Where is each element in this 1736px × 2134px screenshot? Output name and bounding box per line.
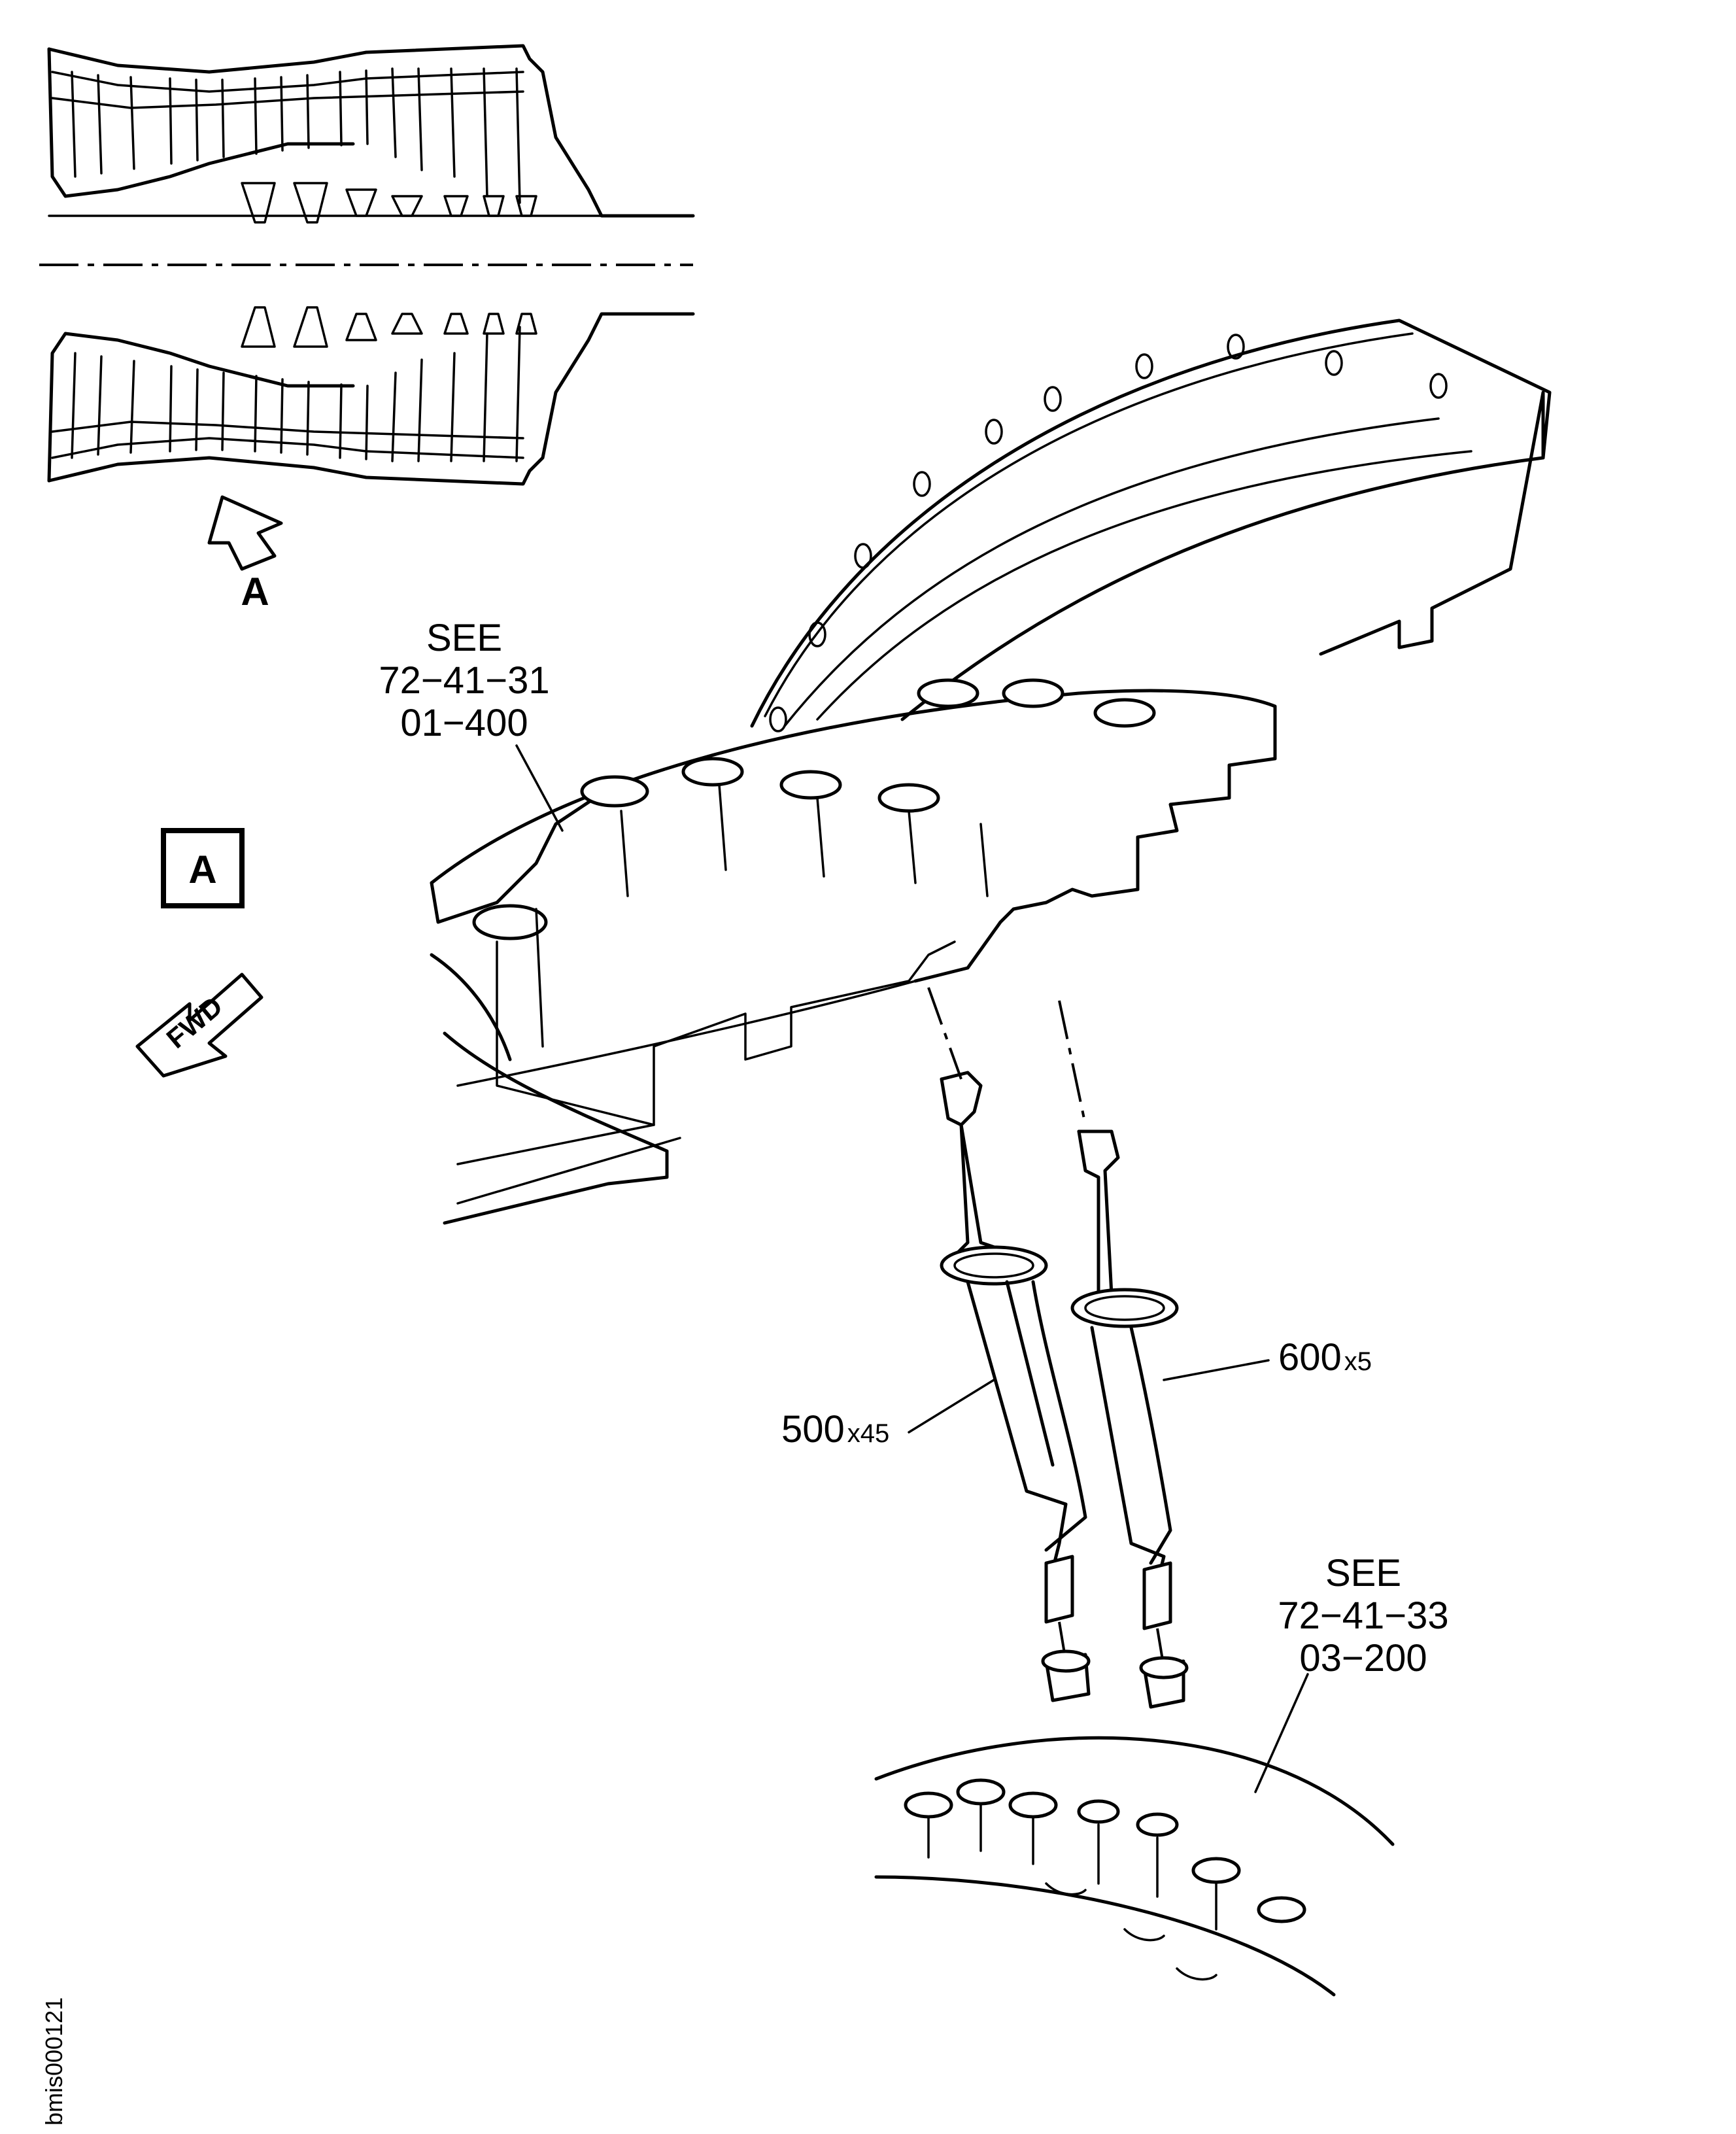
vane-bosses xyxy=(472,678,1156,940)
view-label: A xyxy=(241,570,269,613)
lower-compressor-stages xyxy=(71,306,537,462)
bushings xyxy=(904,1778,1306,1923)
reference-note-2: SEE 72−41−33 03−200 xyxy=(1278,1552,1448,1679)
flange-holes xyxy=(769,334,1448,732)
ref-1-line3: 01−400 xyxy=(400,702,528,744)
leader-callout-500 xyxy=(908,1379,995,1434)
vane-600 xyxy=(1058,1000,1189,1709)
fwd-arrow: FWD xyxy=(135,972,264,1078)
leader-callout-600 xyxy=(1163,1359,1270,1381)
ref-2-line2: 72−41−33 xyxy=(1278,1594,1448,1637)
stator-case xyxy=(430,318,1552,1225)
ref-1-line2: 72−41−31 xyxy=(379,659,549,702)
ref-1-line1: SEE xyxy=(426,617,502,659)
callout-500-qty: x45 xyxy=(847,1419,890,1448)
upper-compressor-stages xyxy=(71,67,537,224)
leader-ref-1 xyxy=(515,744,564,832)
inner-shroud-ring xyxy=(874,1736,1395,1997)
drawing-id: bmis000121 xyxy=(41,1997,67,2125)
callout-600-item: 600 xyxy=(1278,1336,1342,1379)
view-box-label: A xyxy=(188,848,216,891)
engine-cross-section: A xyxy=(39,44,695,613)
callout-500-item: 500 xyxy=(781,1408,845,1451)
reference-note-1: SEE 72−41−31 01−400 xyxy=(379,617,549,744)
callout-600-qty: x5 xyxy=(1344,1347,1372,1376)
ref-2-line1: SEE xyxy=(1325,1552,1401,1594)
ref-2-line3: 03−200 xyxy=(1299,1637,1427,1679)
vane-500 xyxy=(927,987,1091,1702)
view-arrow xyxy=(207,495,283,571)
leader-ref-2 xyxy=(1254,1673,1309,1793)
view-box xyxy=(161,828,245,908)
